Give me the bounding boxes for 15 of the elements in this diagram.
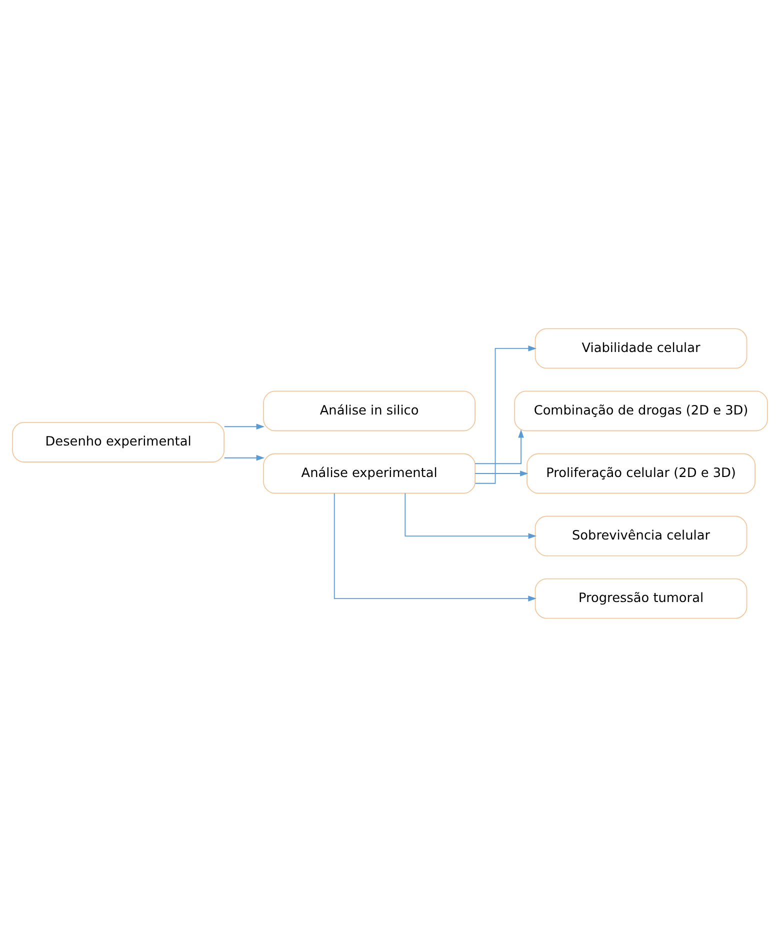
arrow	[474, 470, 528, 476]
arrow	[224, 454, 265, 460]
node-box: Combinação de drogas (2D e 3D)	[514, 390, 768, 431]
arrow	[224, 423, 265, 429]
node-box: Proliferação celular (2D e 3D)	[526, 452, 756, 494]
arrow	[404, 492, 537, 538]
arrow	[334, 492, 536, 601]
node-box: Análise in silico	[263, 390, 476, 431]
node-box: Desenho experimental	[12, 422, 224, 462]
arrow	[474, 428, 524, 464]
node-box: Viabilidade celular	[534, 328, 748, 368]
arrow	[474, 345, 536, 484]
node-box: Progressão tumoral	[534, 578, 748, 618]
node-box: Sobrevivência celular	[534, 515, 748, 556]
node-box: Análise experimental	[263, 452, 476, 494]
